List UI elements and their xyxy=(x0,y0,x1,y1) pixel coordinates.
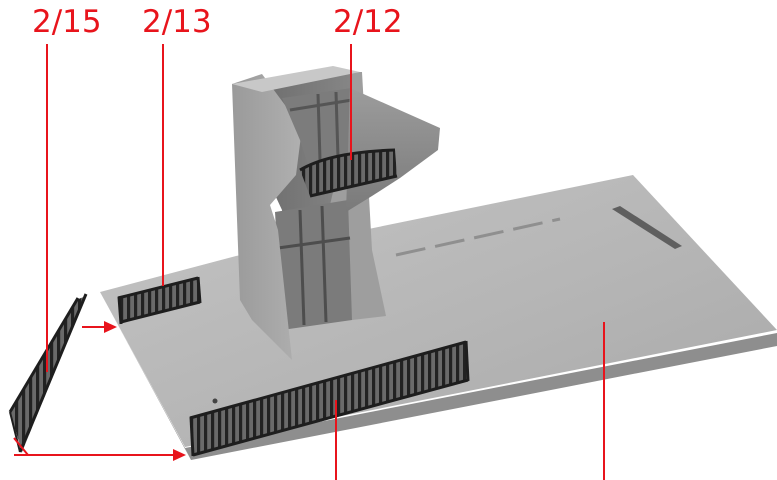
loose-railing-part xyxy=(8,293,88,453)
arrowhead xyxy=(104,321,117,333)
part-label-2-12: 2/12 xyxy=(333,4,403,40)
leader-2-15-branch xyxy=(13,437,29,456)
tower-left-wall xyxy=(232,74,302,360)
roof-opening xyxy=(268,31,328,55)
part-label-2-13: 2/13 xyxy=(142,4,212,40)
base-front-edge xyxy=(185,333,777,460)
arrowhead xyxy=(173,449,186,461)
mounting-dot xyxy=(212,398,218,404)
upper-window-frames xyxy=(289,91,353,161)
short-railing xyxy=(117,276,202,325)
balcony-railing xyxy=(299,148,398,198)
base-engraving xyxy=(395,217,561,257)
tower xyxy=(232,31,440,360)
base-top-surface xyxy=(100,175,777,447)
base-plate xyxy=(100,175,777,460)
part-label-2-15: 2/15 xyxy=(32,4,102,40)
tower-lower-window xyxy=(275,200,352,330)
front-railing xyxy=(189,340,470,457)
base-slot xyxy=(612,206,682,249)
tower-roof-frame xyxy=(232,66,360,92)
window-mullions xyxy=(277,205,351,326)
callout-lines xyxy=(13,44,605,480)
